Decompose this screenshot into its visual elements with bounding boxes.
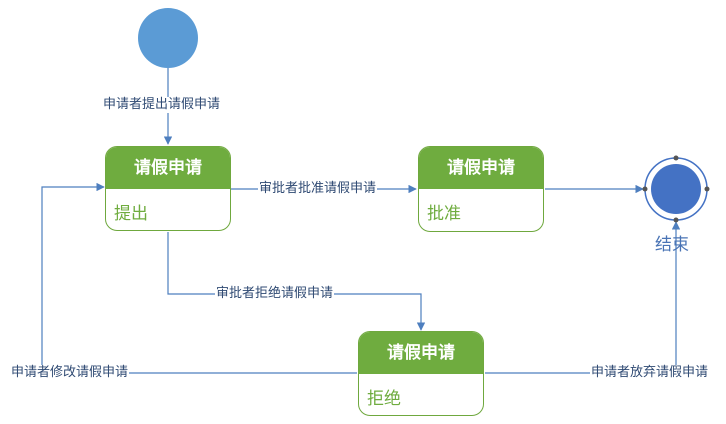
edge-applicant-modify	[41, 182, 357, 374]
label-applicant-abandon: 申请者放弃请假申请	[590, 365, 710, 381]
label-applicant-modify: 申请者修改请假申请	[10, 365, 130, 381]
state-approve: 请假申请 批准	[418, 146, 544, 232]
state-approve-title: 请假申请	[419, 147, 543, 189]
label-approver-reject: 审批者拒绝请假申请	[215, 286, 335, 302]
state-submit-body: 提出	[114, 204, 148, 224]
final-node	[642, 155, 710, 223]
final-node-label: 结束	[655, 235, 689, 255]
state-submit: 请假申请 提出	[105, 146, 231, 231]
state-submit-title: 请假申请	[106, 147, 230, 189]
edge-applicant-abandon	[485, 221, 681, 374]
initial-node	[138, 8, 198, 68]
label-approver-approve: 审批者批准请假申请	[258, 181, 378, 197]
edge-approver-reject	[167, 232, 426, 331]
state-reject-title: 请假申请	[359, 332, 483, 374]
label-applicant-submit: 申请者提出请假申请	[102, 97, 222, 113]
state-approve-body: 批准	[427, 204, 461, 224]
state-reject: 请假申请 拒绝	[358, 331, 484, 416]
state-reject-body: 拒绝	[367, 389, 401, 409]
